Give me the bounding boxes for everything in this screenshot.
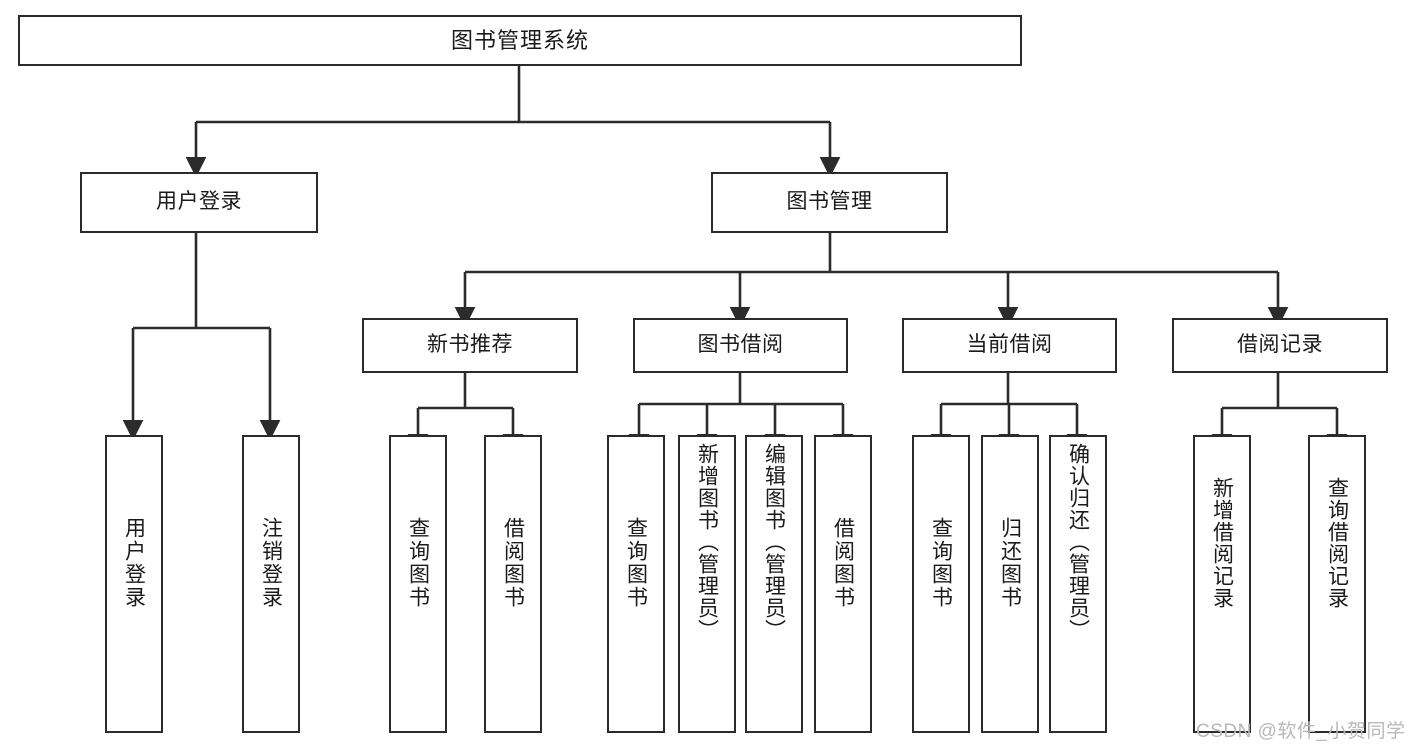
node-book-borrowing[interactable]: 图书借阅 — [633, 318, 848, 373]
leaf-node-confirm-return-admin[interactable]: 确认归还（管理员） — [1049, 435, 1107, 733]
leaf-node-query-borrowing-record-label: 查询借阅记录 — [1325, 477, 1349, 609]
node-book-management-label: 图书管理 — [786, 190, 873, 214]
leaf-node-query-borrowing-record[interactable]: 查询借阅记录 — [1308, 435, 1366, 733]
node-current-borrowing-label: 当前借阅 — [966, 333, 1053, 357]
leaf-node-return-book-label: 归还图书 — [998, 517, 1022, 609]
csdn-watermark: CSDN @软件_小贺同学 — [1196, 721, 1405, 742]
leaf-node-user-login[interactable]: 用户登录 — [105, 435, 163, 733]
leaf-node-edit-book-admin-label: 编辑图书（管理员） — [762, 443, 786, 641]
node-user-login[interactable]: 用户登录 — [80, 172, 318, 233]
node-book-borrowing-label: 图书借阅 — [697, 333, 784, 357]
leaf-node-return-book[interactable]: 归还图书 — [981, 435, 1039, 733]
node-user-login-label: 用户登录 — [156, 190, 242, 214]
node-borrowing-record-label: 借阅记录 — [1237, 333, 1323, 357]
leaf-node-borrow-book-recommendation-label: 借阅图书 — [501, 517, 525, 609]
leaf-node-query-book-borrowing[interactable]: 查询图书 — [607, 435, 665, 733]
leaf-node-query-book-current-label: 查询图书 — [929, 517, 953, 609]
leaf-node-borrow-book-recommendation[interactable]: 借阅图书 — [484, 435, 542, 733]
leaf-node-query-book-recommendation-label: 查询图书 — [406, 517, 430, 609]
node-new-book-recommendation-label: 新书推荐 — [427, 333, 513, 357]
node-borrowing-record[interactable]: 借阅记录 — [1172, 318, 1388, 373]
leaf-node-query-book-recommendation[interactable]: 查询图书 — [389, 435, 447, 733]
node-root-label: 图书管理系统 — [450, 27, 589, 53]
node-new-book-recommendation[interactable]: 新书推荐 — [362, 318, 578, 373]
node-current-borrowing[interactable]: 当前借阅 — [902, 318, 1117, 373]
leaf-node-confirm-return-admin-label: 确认归还（管理员） — [1066, 443, 1090, 641]
leaf-node-add-borrowing-record[interactable]: 新增借阅记录 — [1193, 435, 1251, 733]
leaf-node-logout-label: 注销登录 — [259, 517, 283, 609]
leaf-node-borrow-book-borrowing-label: 借阅图书 — [831, 517, 855, 609]
leaf-node-add-borrowing-record-label: 新增借阅记录 — [1210, 477, 1234, 609]
leaf-node-logout[interactable]: 注销登录 — [242, 435, 300, 733]
leaf-node-add-book-admin[interactable]: 新增图书（管理员） — [678, 435, 736, 733]
leaf-node-add-book-admin-label: 新增图书（管理员） — [695, 443, 719, 641]
node-book-management[interactable]: 图书管理 — [711, 172, 948, 233]
leaf-node-query-book-borrowing-label: 查询图书 — [624, 517, 648, 609]
leaf-node-edit-book-admin[interactable]: 编辑图书（管理员） — [745, 435, 803, 733]
node-root-book-management-system[interactable]: 图书管理系统 — [18, 15, 1022, 66]
leaf-node-user-login-label: 用户登录 — [122, 517, 146, 609]
leaf-node-query-book-current[interactable]: 查询图书 — [912, 435, 970, 733]
leaf-node-borrow-book-borrowing[interactable]: 借阅图书 — [814, 435, 872, 733]
